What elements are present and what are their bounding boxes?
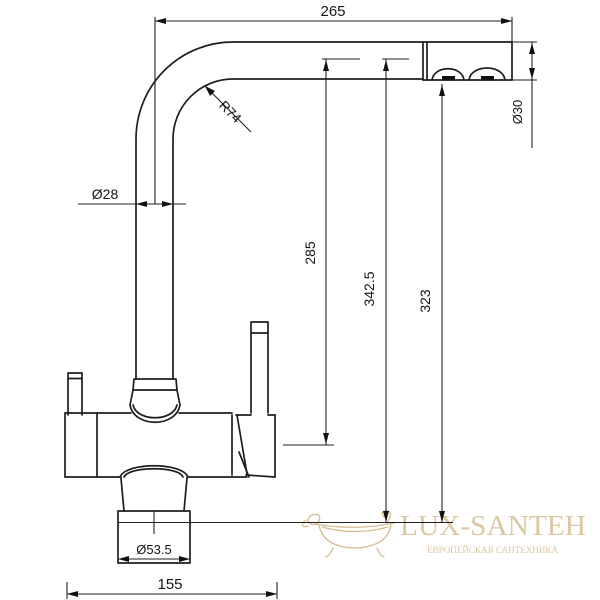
left-handle xyxy=(67,372,83,416)
aerator-dome xyxy=(431,67,465,81)
dim-spout-end-diameter: Ø30 xyxy=(510,100,525,125)
dim-pipe-diameter: Ø28 xyxy=(92,186,119,202)
bathtub-logo-icon xyxy=(301,510,395,558)
dim-base-diameter: Ø53.5 xyxy=(136,542,171,557)
dim-body-width: 155 xyxy=(157,576,182,593)
dimension-lines xyxy=(66,17,537,599)
aerator-dome xyxy=(468,67,506,81)
watermark-brand: LUX-SANTEH xyxy=(400,510,586,542)
watermark: LUX-SANTEH ЕВРОПЕЙСКАЯ САНТЕХНИКА xyxy=(301,510,586,558)
right-handle xyxy=(231,321,276,478)
dim-height-to-aerator: 323 xyxy=(417,289,433,313)
dimension-labels: 265 Ø30 R74 Ø28 285 342.5 323 Ø53.5 155 xyxy=(92,3,525,593)
dim-height-to-outlet: 285 xyxy=(302,241,318,265)
arrowheads xyxy=(67,18,535,597)
faucet-outline xyxy=(64,41,513,564)
dim-spout-reach: 265 xyxy=(320,3,345,20)
watermark-tagline: ЕВРОПЕЙСКАЯ САНТЕХНИКА xyxy=(427,544,558,556)
base-outline xyxy=(117,510,191,564)
dim-height-total: 342.5 xyxy=(361,271,377,306)
